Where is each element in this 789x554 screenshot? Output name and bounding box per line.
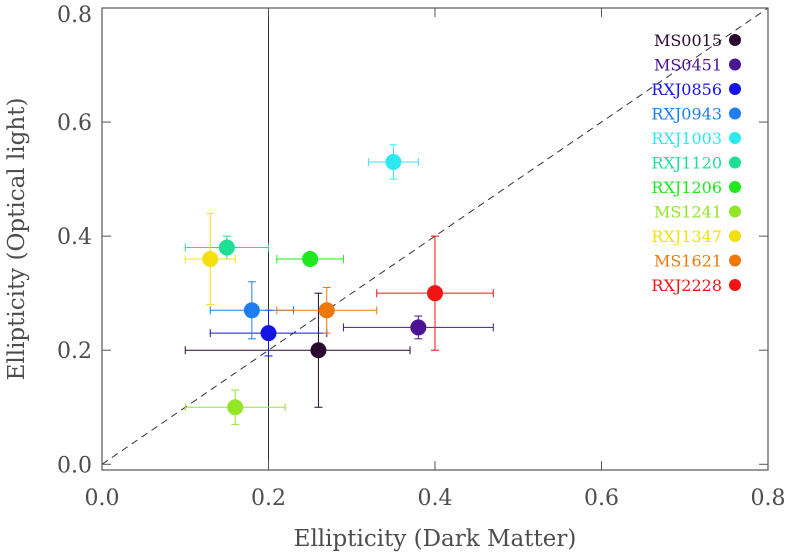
data-point-ms1621 bbox=[318, 302, 335, 319]
legend: MS0015MS0451RXJ0856RXJ0943RXJ1003RXJ1120… bbox=[651, 31, 741, 295]
legend-label-ms1241: MS1241 bbox=[654, 203, 722, 222]
legend-marker-rxj1120 bbox=[729, 156, 741, 169]
legend-marker-rxj0943 bbox=[729, 107, 741, 120]
error-bars bbox=[184, 144, 494, 425]
legend-marker-rxj1003 bbox=[729, 132, 741, 144]
y-tick-label: 0.6 bbox=[57, 111, 92, 136]
legend-marker-rxj2228 bbox=[729, 279, 741, 291]
data-point-rxj1347 bbox=[202, 250, 219, 267]
legend-label-ms0451: MS0451 bbox=[654, 56, 722, 75]
data-point-rxj0856 bbox=[260, 325, 277, 342]
y-axis-label: Ellipticity (Optical light) bbox=[4, 98, 30, 381]
y-tick-label: 0.8 bbox=[57, 3, 92, 28]
x-tick-label: 0.8 bbox=[751, 486, 786, 511]
legend-label-ms1621: MS1621 bbox=[654, 252, 722, 271]
legend-label-rxj1206: RXJ1206 bbox=[651, 178, 722, 197]
legend-label-rxj2228: RXJ2228 bbox=[651, 276, 722, 295]
data-point-ms0451 bbox=[410, 319, 427, 336]
data-point-rxj0943 bbox=[243, 302, 260, 319]
data-point-ms1241 bbox=[227, 399, 244, 416]
legend-label-rxj1120: RXJ1120 bbox=[651, 154, 722, 173]
data-points bbox=[202, 154, 443, 416]
legend-label-ms0015: MS0015 bbox=[654, 31, 722, 50]
legend-marker-ms1621 bbox=[729, 254, 741, 267]
data-point-rxj1206 bbox=[302, 250, 319, 267]
x-tick-label: 0.4 bbox=[418, 486, 453, 511]
legend-marker-ms0015 bbox=[729, 34, 741, 46]
y-tick-label: 0.0 bbox=[57, 453, 92, 478]
legend-marker-ms1241 bbox=[729, 205, 741, 218]
data-point-rxj1003 bbox=[385, 154, 402, 170]
y-tick-label: 0.4 bbox=[57, 225, 92, 250]
data-point-rxj2228 bbox=[427, 285, 443, 302]
legend-label-rxj1003: RXJ1003 bbox=[651, 129, 722, 148]
x-axis-label: Ellipticity (Dark Matter) bbox=[294, 526, 577, 552]
legend-label-rxj0856: RXJ0856 bbox=[651, 80, 722, 99]
legend-marker-ms0451 bbox=[729, 58, 741, 71]
axis-ticks: 0.0 0.2 0.4 0.6 0.8 0.0 0.2 0.4 0.6 0.8 bbox=[57, 3, 786, 511]
legend-marker-rxj0856 bbox=[729, 83, 741, 95]
x-tick-label: 0.6 bbox=[584, 486, 619, 511]
data-point-ms0015 bbox=[310, 342, 327, 359]
y-tick-label: 0.2 bbox=[57, 339, 92, 364]
x-tick-label: 0.0 bbox=[85, 486, 120, 511]
x-tick-label: 0.2 bbox=[251, 486, 286, 511]
legend-marker-rxj1347 bbox=[729, 230, 741, 242]
diagonal-reference-line bbox=[101, 7, 769, 465]
legend-label-rxj1347: RXJ1347 bbox=[651, 227, 722, 246]
data-point-rxj1120 bbox=[218, 239, 235, 256]
legend-label-rxj0943: RXJ0943 bbox=[651, 105, 722, 124]
reference-lines bbox=[101, 7, 769, 470]
legend-marker-rxj1206 bbox=[729, 181, 741, 193]
